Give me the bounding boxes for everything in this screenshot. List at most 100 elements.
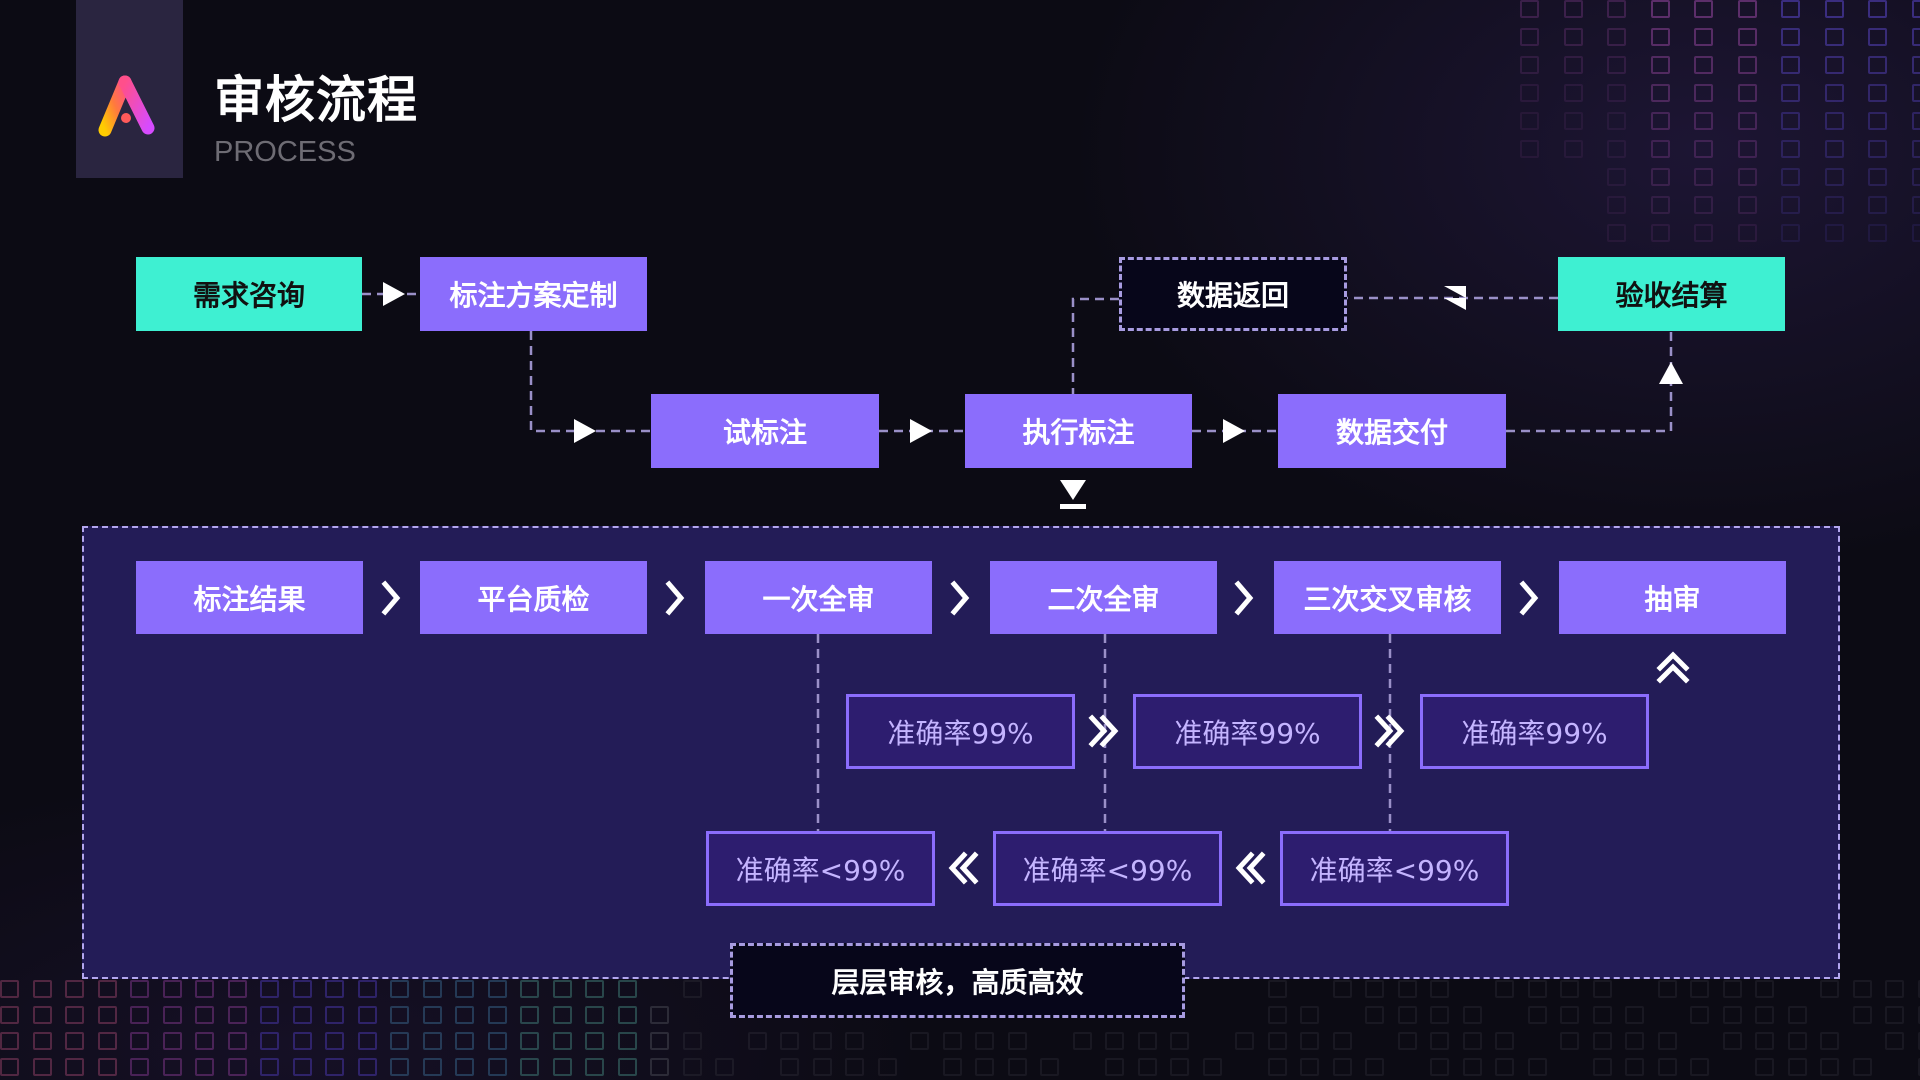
grid-square: [32, 1058, 52, 1076]
grid-square: [1824, 0, 1844, 18]
grid-square: [1781, 0, 1800, 18]
step-execute-annotation: 执行标注: [965, 394, 1192, 468]
grid-square: [1105, 1058, 1124, 1076]
grid-square: [325, 1006, 344, 1024]
grid-square: [1365, 1058, 1384, 1076]
grid-square: [1607, 28, 1626, 46]
grid-square: [195, 1058, 214, 1076]
grid-square: [910, 1032, 929, 1050]
grid-square: [1781, 84, 1800, 102]
grid-square: [1694, 112, 1713, 130]
grid-square: [32, 1032, 52, 1050]
step-acceptance-settlement: 验收结算: [1558, 257, 1785, 331]
review-step-result: 标注结果: [136, 561, 363, 634]
grid-square: [1885, 980, 1904, 998]
grid-square: [1885, 1006, 1904, 1024]
grid-square: [1592, 1006, 1612, 1024]
grid-square: [357, 1058, 377, 1076]
grid-square: [1781, 28, 1800, 46]
step-data-return: 数据返回: [1119, 257, 1347, 331]
grid-square: [1462, 1032, 1482, 1050]
page-title: 审核流程: [214, 71, 418, 129]
footer-slogan: 层层审核，高质高效: [730, 943, 1185, 1018]
grid-square: [1781, 224, 1800, 242]
grid-square: [1267, 1032, 1287, 1050]
grid-square: [422, 1058, 442, 1076]
grid-square: [260, 1058, 279, 1076]
grid-square: [1868, 84, 1887, 102]
grid-square: [1430, 1032, 1449, 1050]
grid-square: [1607, 168, 1626, 186]
step-data-delivery: 数据交付: [1278, 394, 1506, 468]
grid-square: [747, 1032, 767, 1050]
grid-square: [1690, 1058, 1709, 1076]
grid-square: [1694, 196, 1713, 214]
grid-square: [1737, 84, 1757, 102]
grid-square: [812, 1058, 832, 1076]
accuracy-fail-badge: 准确率<99%: [1280, 831, 1509, 906]
grid-square: [552, 1032, 572, 1050]
grid-square: [292, 1006, 312, 1024]
grid-square: [1592, 1058, 1612, 1076]
grid-square: [1607, 112, 1626, 130]
grid-square: [1650, 28, 1670, 46]
grid-square: [1824, 56, 1844, 74]
grid-square: [1560, 980, 1579, 998]
grid-square: [585, 980, 604, 998]
grid-square: [1462, 1058, 1482, 1076]
grid-square: [1607, 224, 1626, 242]
grid-square: [1781, 140, 1800, 158]
grid-square: [1722, 1032, 1742, 1050]
grid-square: [455, 1032, 474, 1050]
grid-square: [1520, 84, 1539, 102]
grid-square: [422, 1006, 442, 1024]
grid-square: [780, 1058, 799, 1076]
grid-square: [325, 980, 344, 998]
grid-square: [1917, 1032, 1920, 1050]
grid-square: [455, 1006, 474, 1024]
grid-square: [1755, 1058, 1774, 1076]
grid-square: [1137, 1032, 1157, 1050]
grid-square: [650, 1058, 669, 1076]
grid-square: [32, 1006, 52, 1024]
grid-square: [1737, 0, 1757, 18]
grid-square: [1657, 980, 1677, 998]
grid-square: [65, 980, 84, 998]
grid-square: [1911, 0, 1920, 18]
grid-square: [845, 1058, 864, 1076]
grid-square: [552, 980, 572, 998]
review-step-second: 二次全审: [990, 561, 1217, 634]
grid-square: [1105, 1032, 1124, 1050]
grid-square: [1911, 224, 1920, 242]
grid-square: [520, 1058, 539, 1076]
grid-square: [1040, 1058, 1059, 1076]
grid-square: [1737, 140, 1757, 158]
grid-square: [1170, 1032, 1189, 1050]
grid-square: [1868, 112, 1887, 130]
grid-square: [1781, 168, 1800, 186]
grid-square: [682, 980, 702, 998]
grid-square: [1694, 28, 1713, 46]
grid-square: [1824, 28, 1844, 46]
grid-square: [0, 1058, 19, 1076]
grid-square: [390, 1006, 409, 1024]
review-step-sampling: 抽审: [1559, 561, 1786, 634]
grid-square: [1824, 224, 1844, 242]
grid-square: [650, 1032, 669, 1050]
grid-square: [357, 1006, 377, 1024]
grid-square: [1852, 1058, 1872, 1076]
grid-square: [1650, 196, 1670, 214]
grid-square: [650, 1006, 669, 1024]
grid-square: [130, 1006, 149, 1024]
grid-square: [1911, 28, 1920, 46]
grid-square: [1885, 1032, 1904, 1050]
grid-square: [195, 1032, 214, 1050]
grid-square: [1722, 1006, 1742, 1024]
grid-square: [1824, 84, 1844, 102]
grid-square: [487, 1058, 507, 1076]
grid-square: [520, 980, 539, 998]
grid-square: [390, 980, 409, 998]
grid-square: [1755, 1032, 1774, 1050]
grid-square: [1824, 196, 1844, 214]
grid-square: [0, 980, 19, 998]
